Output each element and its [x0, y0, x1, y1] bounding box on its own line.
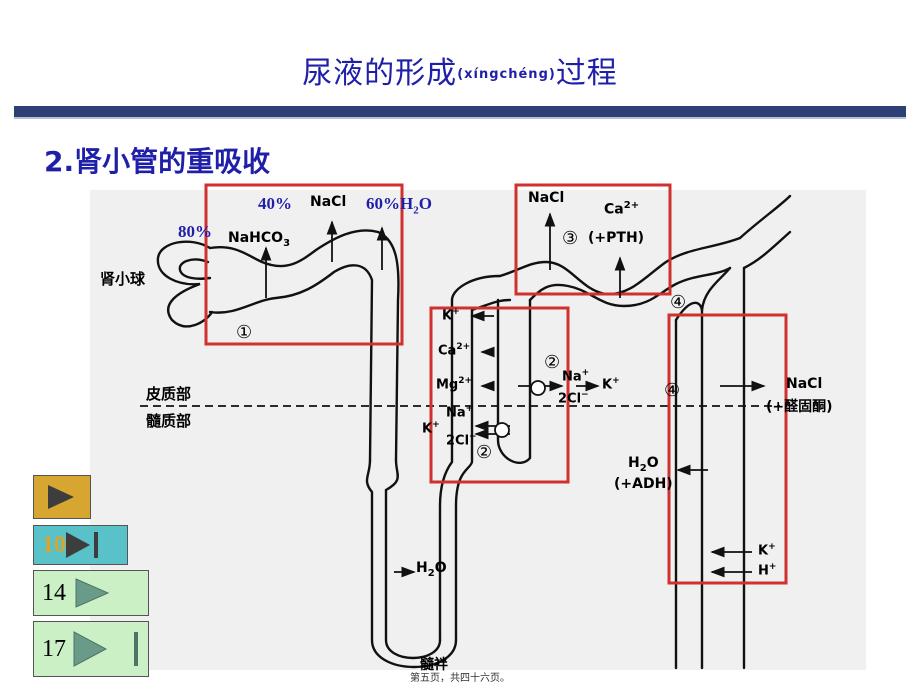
cotransporter-symbol-1: [530, 380, 546, 396]
region-2-marker-top: ②: [544, 352, 561, 373]
play-icon: [48, 485, 74, 509]
nav-play-button[interactable]: [33, 475, 91, 519]
box2-cl-left-label: 2Cl−: [446, 432, 477, 449]
section-heading: 2.肾小管的重吸收: [44, 145, 271, 178]
pth-label: (+PTH): [588, 230, 645, 246]
page-title: 尿液的形成(xíngchéng)过程: [0, 48, 920, 92]
aldosterone-label: (+醛固酮): [766, 399, 833, 415]
loop-h2o-label: H2O: [416, 560, 447, 579]
forward-icon: [75, 578, 110, 608]
region-3-marker: ③: [562, 228, 579, 249]
percent-40-label: 40%: [258, 194, 292, 213]
cortex-label: 皮质部: [146, 385, 192, 403]
skip-to-end-icon: [66, 532, 98, 558]
nav-slide-14-button[interactable]: 14: [33, 570, 149, 616]
title-pinyin: (xíngchéng): [457, 67, 556, 82]
medulla-label: 髓质部: [146, 412, 192, 430]
region-box-1: [204, 183, 404, 346]
title-main-post: 过程: [555, 56, 618, 91]
nav-slide-10-number: 10: [42, 532, 66, 558]
loop-label: 髓袢: [420, 657, 448, 673]
nav-slide-14-number: 14: [42, 580, 66, 606]
title-main-pre: 尿液的形成: [302, 56, 458, 91]
cotransporter-symbol-2: [494, 422, 510, 438]
box4-k-label: K+: [758, 542, 776, 559]
box2-cl-right-label: 2Cl−: [558, 390, 589, 407]
region-1-marker: ①: [236, 322, 253, 343]
box2-magnesium-label: Mg2+: [436, 376, 473, 393]
box2-k-right-label: K+: [602, 376, 620, 393]
box2-na-right-label: Na+: [562, 368, 590, 385]
nav-slide-17-number: 17: [42, 636, 66, 662]
box4-nacl-label: NaCl: [786, 376, 823, 392]
box3-calcium-label: Ca2+: [604, 200, 640, 218]
box1-nacl-label: NaCl: [310, 194, 347, 210]
region-4-marker-mid: ④: [664, 380, 681, 401]
percent-80-label: 80%: [178, 222, 212, 241]
adh-label: (+ADH): [614, 476, 673, 492]
skip-forward-icon: [73, 631, 138, 667]
nav-slide-17-button[interactable]: 17: [33, 621, 149, 677]
box2-na-left-label: Na+: [446, 404, 474, 421]
region-box-4: [667, 313, 788, 585]
region-box-3: [514, 183, 672, 296]
percent-60-h2o-label: 60%H2O: [366, 194, 432, 217]
box2-calcium-label: Ca2+: [438, 342, 471, 359]
page-footer: 第五页，共四十六页。: [410, 673, 510, 684]
nav-slide-10-button[interactable]: 10: [33, 525, 128, 565]
box2-k-left-label: K+: [422, 420, 440, 437]
box4-h2o-label: H2O: [628, 455, 659, 474]
box2-k-out-label: K+: [442, 307, 460, 324]
glomerulus-label: 肾小球: [100, 270, 146, 288]
box3-nacl-label: NaCl: [528, 190, 565, 206]
region-2-marker-bottom: ②: [476, 442, 493, 463]
title-divider: [14, 106, 906, 119]
nahco3-label: NaHCO3: [228, 230, 291, 249]
region-box-2: [429, 306, 570, 484]
box4-h-label: H+: [758, 562, 777, 579]
region-4-marker-top: ④: [670, 292, 687, 313]
tubule-walls: [156, 194, 792, 670]
